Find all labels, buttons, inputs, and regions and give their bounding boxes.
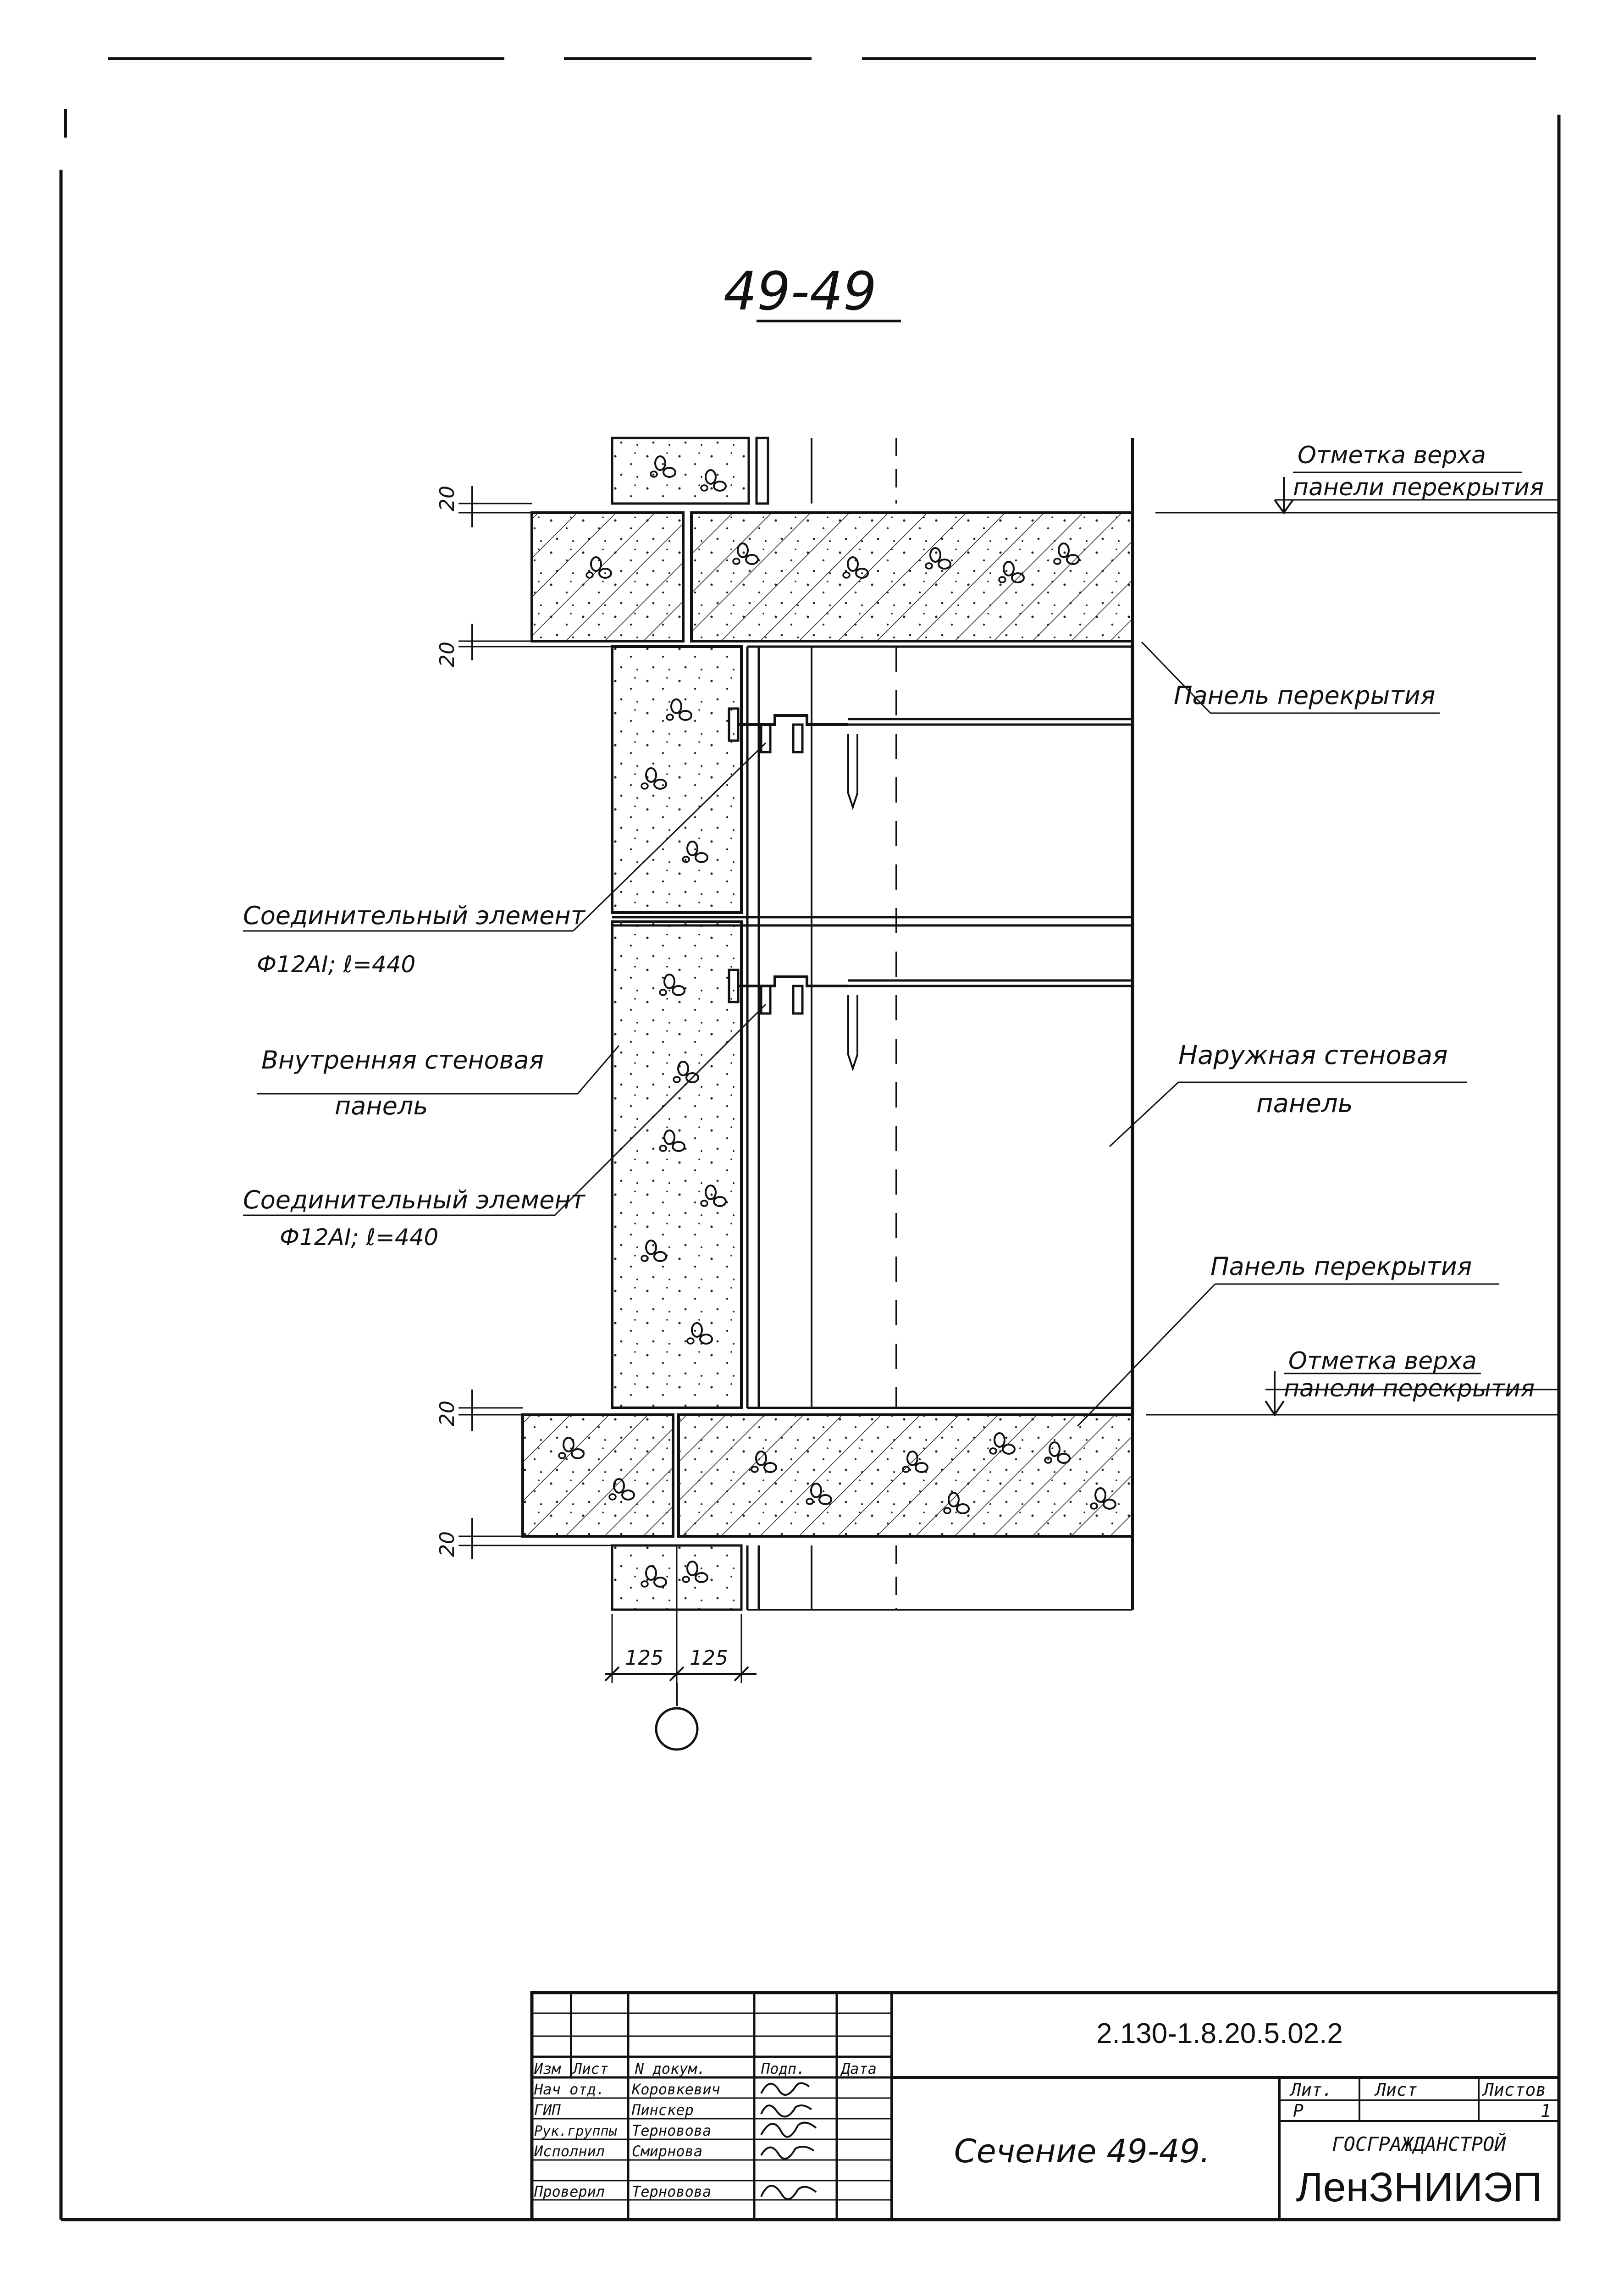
tb-header-data: Дата <box>840 2060 877 2077</box>
dim-width-left: 125 <box>625 1646 663 1670</box>
lower-floor-slab <box>521 1413 1134 1538</box>
tb-name-2: Пинскер <box>631 2101 694 2119</box>
tb-role-3: Рук.группы <box>534 2123 618 2139</box>
tb-lit-header: Лит. <box>1289 2080 1333 2100</box>
connector-upper-label: Соединительный элемент <box>243 901 586 930</box>
tb-role-4: Исполнил <box>534 2143 605 2160</box>
tb-header-ndoc: N докум. <box>635 2060 706 2077</box>
outer-wall-panel <box>746 640 1134 1417</box>
axis-marker-circle <box>655 1707 699 1751</box>
inner-panel-lower-stub <box>611 1536 1134 1611</box>
section-drawing: 20 20 20 20 125 125 Отметка верха панели <box>243 437 1559 1751</box>
top-level-mark-line2: панели перекрытия <box>1293 474 1544 501</box>
bottom-level-mark <box>1146 1371 1559 1417</box>
inner-wall-panel <box>611 645 1132 1409</box>
tb-org-name: ЛенЗНИИЭП <box>1296 2165 1542 2210</box>
tb-sheet-header: Лист <box>1374 2080 1418 2100</box>
connector-upper <box>728 707 1132 810</box>
tb-header-podp: Подп. <box>761 2060 805 2077</box>
top-level-mark <box>1155 471 1559 515</box>
tb-header-list: Лист <box>572 2060 608 2077</box>
bottom-level-mark-line1: Отметка верха <box>1288 1347 1477 1375</box>
tb-role-5: Проверил <box>534 2183 605 2200</box>
tb-header-izm: Изм <box>534 2060 562 2077</box>
tb-name-5: Терновова <box>632 2183 711 2200</box>
outer-panel-label-line2: панель <box>1256 1089 1353 1119</box>
tb-sheet-title: Сечение 49-49. <box>954 2132 1210 2170</box>
bottom-level-mark-line2: панели перекрытия <box>1284 1375 1535 1402</box>
floor-panel-top-label: Панель перекрытия <box>1174 681 1435 710</box>
inner-panel-label-line1: Внутренняя стеновая <box>261 1046 544 1074</box>
floor-panel-bottom-label: Панель перекрытия <box>1210 1252 1472 1281</box>
outer-panel-label-line1: Наружная стеновая <box>1178 1041 1448 1070</box>
dim-gap-upper-bottom: 20 <box>436 642 459 667</box>
connector-lower-spec: Ф12АI; ℓ=440 <box>280 1224 438 1251</box>
tb-role-2: ГИП <box>534 2101 561 2119</box>
tb-org-top: ГОСГРАЖДАНСТРОЙ <box>1332 2132 1506 2155</box>
connector-upper-spec: Ф12АI; ℓ=440 <box>257 951 415 978</box>
sheet-frame <box>59 57 1561 2221</box>
tb-role-1: Нач отд. <box>534 2081 605 2098</box>
title-block <box>530 1991 1561 2221</box>
section-title: 49-49 <box>724 261 877 322</box>
tb-sheets-header: Листов <box>1482 2080 1546 2100</box>
tb-name-1: Коровкевич <box>631 2081 720 2098</box>
tb-name-4: Смирнова <box>632 2143 702 2160</box>
dimension-marks-vertical <box>458 486 612 1559</box>
tb-doc-code: 2.130-1.8.20.5.02.2 <box>1096 2018 1343 2049</box>
upper-floor-slab <box>530 504 1134 642</box>
connector-lower-label: Соединительный элемент <box>243 1185 586 1214</box>
top-level-mark-line1: Отметка верха <box>1298 442 1486 469</box>
tb-name-3: Терновова <box>632 2122 711 2139</box>
leader-lines <box>243 641 1499 1427</box>
connector-lower <box>728 969 1132 1072</box>
dim-width-right: 125 <box>690 1646 728 1670</box>
tb-lit-value: Р <box>1293 2101 1304 2121</box>
dim-gap-lower-top: 20 <box>436 1401 459 1426</box>
inner-panel-label-line2: панель <box>335 1091 428 1120</box>
signatures <box>760 2082 817 2200</box>
inner-panel-upper-stub <box>611 437 1134 505</box>
dim-gap-lower-bottom: 20 <box>436 1531 459 1557</box>
dim-gap-upper-top: 20 <box>436 486 459 511</box>
dimension-horizontal <box>604 1545 757 1683</box>
tb-sheets-value: 1 <box>1541 2101 1551 2121</box>
